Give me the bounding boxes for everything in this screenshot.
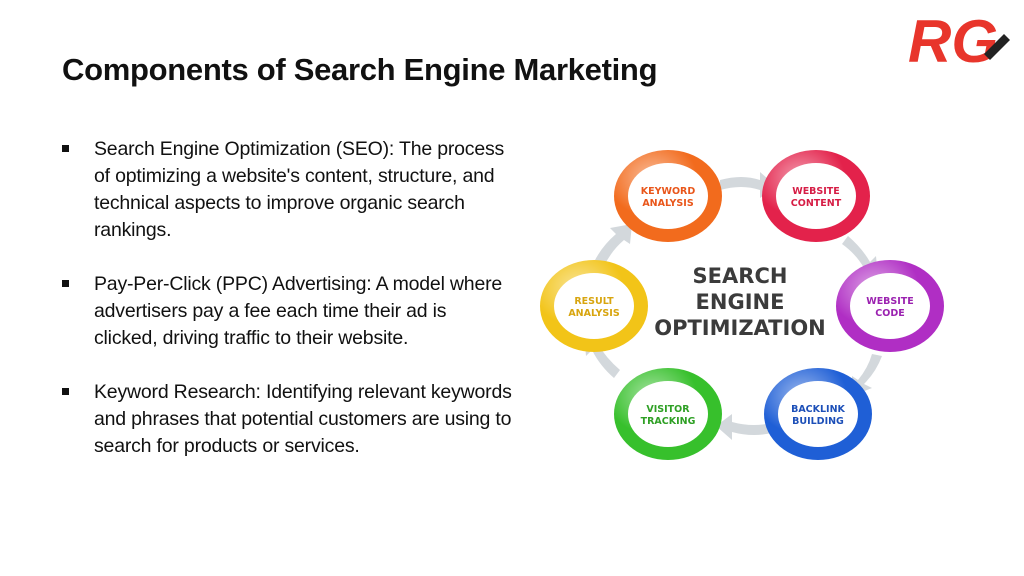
slide-title: Components of Search Engine Marketing [62,52,658,87]
node-label: WEBSITE [866,296,914,307]
node-label: WEBSITE [792,186,840,197]
bullet-item: Pay-Per-Click (PPC) Advertising: A model… [62,271,512,352]
bullet-list: Search Engine Optimization (SEO): The pr… [62,136,512,487]
bullet-item: Search Engine Optimization (SEO): The pr… [62,136,512,244]
center-label-line: ENGINE [696,290,785,314]
bullet-marker [62,145,69,152]
bullet-text: Pay-Per-Click (PPC) Advertising: A model… [94,273,503,349]
node-label: RESULT [574,296,614,307]
logo-text: RG [908,8,998,70]
bullet-marker [62,280,69,287]
logo-pen-icon [984,34,1010,60]
arrow-icon [720,172,776,198]
cycle-nodes: KEYWORDANALYSISWEBSITECONTENTWEBSITECODE… [540,150,944,460]
node-label: KEYWORD [641,186,696,197]
node-label: ANALYSIS [568,308,619,319]
node-label: ANALYSIS [642,198,693,209]
node-center [778,381,858,447]
bullet-marker [62,388,69,395]
node-center [850,273,930,339]
bullet-text: Search Engine Optimization (SEO): The pr… [94,138,505,241]
node-center [628,163,708,229]
bullet-item: Keyword Research: Identifying relevant k… [62,379,512,460]
node-center [628,381,708,447]
node-label: TRACKING [641,416,696,427]
node-label: VISITOR [646,404,690,415]
node-label: BACKLINK [791,404,845,415]
bullet-text: Keyword Research: Identifying relevant k… [94,381,512,457]
seo-cycle-diagram: SEARCH ENGINE OPTIMIZATION KEYWORDANALYS… [540,150,944,460]
center-label-line: OPTIMIZATION [654,316,826,340]
rg-logo: RG [908,8,1010,70]
node-label: CODE [875,308,904,319]
arrow-icon [716,414,776,440]
arrow-icon [594,224,632,266]
node-label: BUILDING [792,416,844,427]
center-label-line: SEARCH [693,264,788,288]
node-center [554,273,634,339]
node-center [776,163,856,229]
node-label: CONTENT [791,198,842,209]
